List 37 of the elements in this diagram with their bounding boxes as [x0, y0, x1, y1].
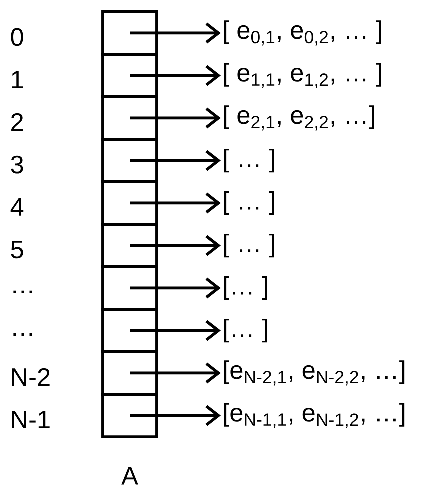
index-label: …: [14, 290, 32, 294]
arrow: [130, 150, 221, 172]
array-cell: [102, 393, 158, 439]
list-text: [ e$_{2,1}$, e$_{2,2}$, …]: [224, 106, 374, 131]
index-label: 0: [11, 28, 24, 46]
list-text: [… ]: [224, 276, 268, 300]
arrow: [130, 320, 221, 342]
list-text: [ … ]: [224, 149, 274, 173]
list-text: [… ]: [224, 319, 268, 343]
array-cell: [102, 265, 158, 311]
index-label: N-2: [12, 368, 50, 386]
index-label: 5: [11, 240, 24, 259]
list-text: [ … ]: [224, 191, 274, 215]
list-text: [ … ]: [224, 234, 274, 258]
index-label: 3: [11, 156, 24, 174]
index-label: 1: [12, 71, 24, 89]
arrow: [130, 235, 221, 256]
list-text: [e$_{N-2,1}$, e$_{N-2,2}$, …]: [224, 360, 405, 386]
array-cell: [102, 350, 158, 396]
array-cell: [102, 180, 158, 226]
arrow: [130, 22, 221, 44]
arrow: [130, 108, 221, 129]
array-label: A: [122, 467, 138, 485]
list-text: [ e$_{1,1}$, e$_{1,2}$, … ]: [224, 63, 382, 88]
list-text: [e$_{N-1,1}$, e$_{N-1,2}$, …]: [224, 403, 405, 428]
index-label: …: [14, 333, 32, 336]
arrow: [130, 65, 221, 86]
arrow: [130, 192, 221, 214]
index-label: 4: [10, 198, 24, 216]
arrow: [130, 405, 221, 426]
index-label: N-1: [12, 411, 50, 429]
array-cell: [102, 10, 158, 56]
array-cell: [102, 95, 158, 141]
arrow: [130, 278, 221, 299]
index-label: 2: [12, 113, 24, 132]
arrow: [130, 362, 221, 384]
list-text: [ e$_{0,1}$, e$_{0,2}$, … ]: [224, 20, 382, 46]
